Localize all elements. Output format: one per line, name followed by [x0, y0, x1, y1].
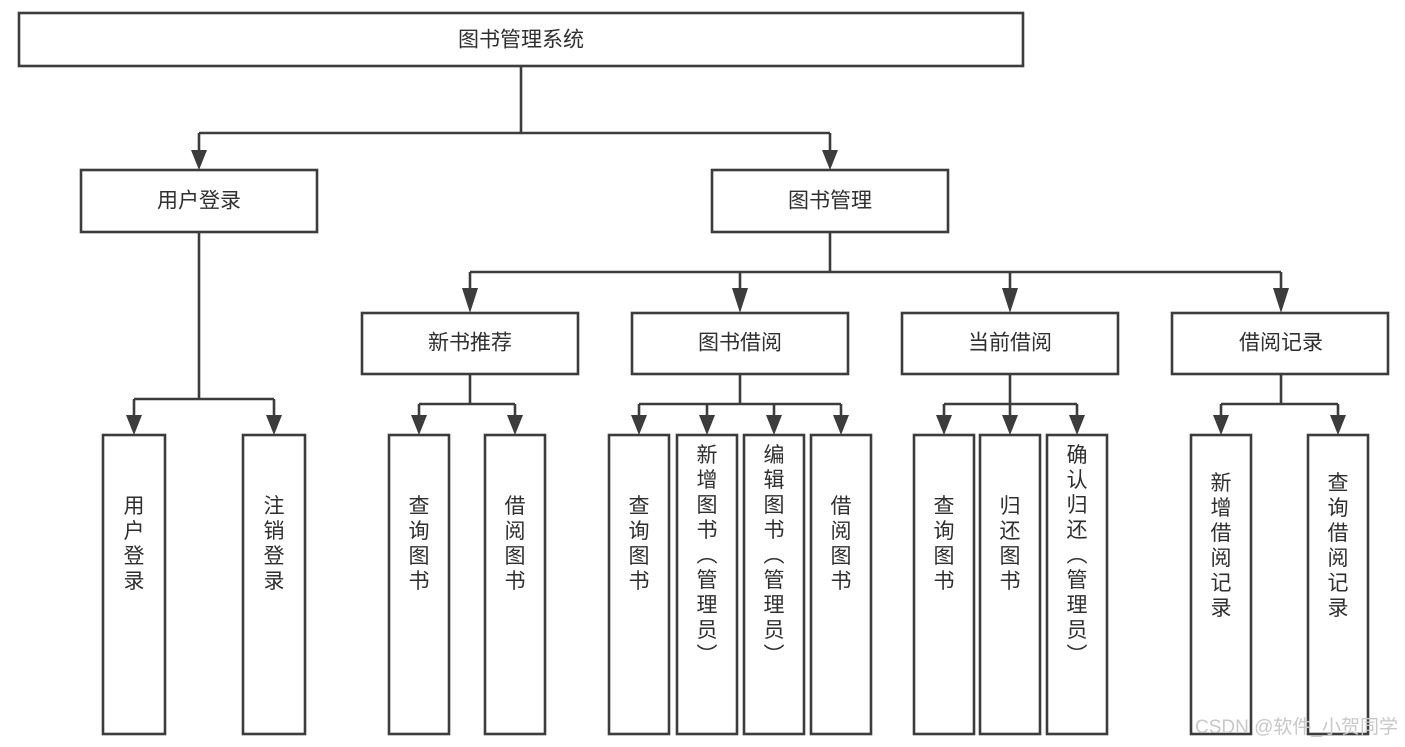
- leaf-query-book-2-label: 查询图书: [629, 495, 650, 593]
- arrow-bm-to-new-book-recommend: [462, 288, 478, 313]
- arrow-user-login-to-leaf-2: [266, 415, 282, 435]
- leaf-query-book-2[interactable]: 查询图书: [607, 433, 671, 736]
- connector-root-trunk: [197, 66, 832, 152]
- leaf-query-book-3-label: 查询图书: [934, 495, 955, 593]
- leaf-add-book-label: 新增图书︵管理员︶: [697, 444, 718, 667]
- node-current-borrow-box[interactable]: [900, 311, 1120, 376]
- leaf-query-book-3[interactable]: 查询图书: [912, 433, 976, 736]
- connector-new-book-recommend-trunk: [417, 374, 517, 417]
- arrow-bb-to-leaf-4: [833, 415, 849, 435]
- node-user-login-box[interactable]: [79, 168, 319, 234]
- leaf-return-book-label: 归还图书: [1000, 495, 1021, 593]
- node-user-login-label: 用户登录: [157, 190, 241, 213]
- leaf-borrow-book-1-box[interactable]: [483, 433, 547, 736]
- arrow-bm-to-book-borrow: [732, 288, 748, 313]
- leaf-query-book-1-box[interactable]: [387, 433, 451, 736]
- connector-borrow-record-trunk: [1219, 374, 1340, 417]
- arrow-root-to-book-management: [822, 150, 838, 170]
- arrow-root-to-user-login: [191, 150, 207, 170]
- arrow-br-to-leaf-1: [1213, 415, 1229, 435]
- leaf-query-book-2-box[interactable]: [607, 433, 671, 736]
- arrow-cb-to-leaf-3: [1069, 415, 1085, 435]
- leaf-borrow-book-2-box[interactable]: [809, 433, 873, 736]
- arrow-cb-to-leaf-1: [936, 415, 952, 435]
- node-book-management-label: 图书管理: [788, 190, 872, 213]
- leaf-query-record-box[interactable]: [1306, 433, 1370, 736]
- node-root[interactable]: 图书管理系统: [17, 11, 1025, 68]
- node-borrow-record[interactable]: 借阅记录: [1170, 311, 1390, 376]
- leaf-add-record[interactable]: 新增借阅记录: [1189, 433, 1253, 736]
- arrow-bb-to-leaf-1: [631, 415, 647, 435]
- leaf-user-login-box[interactable]: [101, 433, 167, 736]
- node-user-login[interactable]: 用户登录: [79, 168, 319, 234]
- node-borrow-record-label: 借阅记录: [1239, 332, 1323, 355]
- node-book-borrow-box[interactable]: [630, 311, 850, 376]
- node-book-borrow-label: 图书借阅: [698, 332, 782, 355]
- leaf-add-record-box[interactable]: [1189, 433, 1253, 736]
- arrow-bm-to-borrow-record: [1273, 288, 1289, 313]
- node-new-book-recommend-box[interactable]: [360, 311, 580, 376]
- arrow-nbr-to-leaf-2: [507, 415, 523, 435]
- leaf-borrow-book-2-label: 借阅图书: [831, 495, 852, 593]
- leaf-query-record-label: 查询借阅记录: [1328, 472, 1349, 620]
- leaf-query-book-1[interactable]: 查询图书: [387, 433, 451, 736]
- leaf-return-book-box[interactable]: [978, 433, 1042, 736]
- arrow-nbr-to-leaf-1: [411, 415, 427, 435]
- leaf-edit-book-label: 编辑图书︵管理员︶: [764, 444, 785, 667]
- leaf-query-book-3-box[interactable]: [912, 433, 976, 736]
- connector-group: [126, 66, 1346, 435]
- node-current-borrow-label: 当前借阅: [968, 332, 1052, 355]
- arrow-br-to-leaf-2: [1330, 415, 1346, 435]
- node-new-book-recommend[interactable]: 新书推荐: [360, 311, 580, 376]
- arrow-bm-to-current-borrow: [1002, 288, 1018, 313]
- leaf-query-record[interactable]: 查询借阅记录: [1306, 433, 1370, 736]
- node-current-borrow[interactable]: 当前借阅: [900, 311, 1120, 376]
- leaf-logout-login[interactable]: 注销登录: [241, 433, 307, 736]
- node-book-management-box[interactable]: [710, 168, 950, 234]
- node-book-management[interactable]: 图书管理: [710, 168, 950, 234]
- leaf-user-login-label: 用户登录: [124, 495, 145, 593]
- arrow-bb-to-leaf-3: [766, 415, 782, 435]
- leaf-user-login[interactable]: 用户登录: [101, 433, 167, 736]
- leaf-confirm-return-box[interactable]: [1045, 433, 1109, 736]
- connector-user-login-trunk: [132, 232, 276, 417]
- arrow-cb-to-leaf-2: [1002, 415, 1018, 435]
- leaf-add-book[interactable]: 新增图书︵管理员︶: [675, 433, 739, 736]
- node-root-label: 图书管理系统: [458, 29, 584, 52]
- leaf-borrow-book-1-label: 借阅图书: [505, 495, 526, 593]
- node-root-box[interactable]: [17, 11, 1025, 68]
- leaf-logout-login-label: 注销登录: [264, 495, 285, 593]
- leaf-query-book-1-label: 查询图书: [409, 495, 430, 593]
- connector-current-borrow-trunk: [942, 374, 1079, 417]
- arrow-user-login-to-leaf-1: [126, 415, 142, 435]
- leaf-borrow-book-2[interactable]: 借阅图书: [809, 433, 873, 736]
- leaf-add-book-box[interactable]: [675, 433, 739, 736]
- node-borrow-record-box[interactable]: [1170, 311, 1390, 376]
- connector-book-management-trunk: [468, 232, 1283, 290]
- leaf-edit-book[interactable]: 编辑图书︵管理员︶: [742, 433, 806, 736]
- arrow-bb-to-leaf-2: [699, 415, 715, 435]
- leaf-logout-login-box[interactable]: [241, 433, 307, 736]
- leaf-confirm-return[interactable]: 确认归还︵管理员︶: [1045, 433, 1109, 736]
- node-book-borrow[interactable]: 图书借阅: [630, 311, 850, 376]
- leaf-edit-book-box[interactable]: [742, 433, 806, 736]
- leaf-add-record-label: 新增借阅记录: [1211, 472, 1232, 620]
- connector-book-borrow-trunk: [637, 374, 843, 417]
- leaf-borrow-book-1[interactable]: 借阅图书: [483, 433, 547, 736]
- node-new-book-recommend-label: 新书推荐: [428, 332, 512, 355]
- leaf-return-book[interactable]: 归还图书: [978, 433, 1042, 736]
- leaf-confirm-return-label: 确认归还︵管理员︶: [1067, 444, 1088, 667]
- csdn-watermark: CSDN @软件_小贺同学: [1195, 716, 1398, 738]
